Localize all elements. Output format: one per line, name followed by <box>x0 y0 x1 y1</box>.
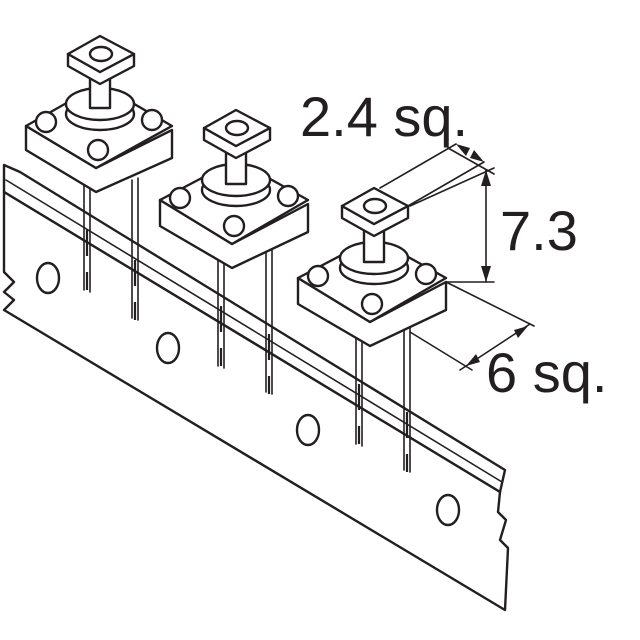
tactile-switch <box>24 34 174 321</box>
extension-line <box>409 167 495 207</box>
extension-line <box>409 331 473 371</box>
extension-line <box>445 281 535 327</box>
switch-mount-hole <box>306 264 330 288</box>
dimension-label-body-width: 6 sq. <box>486 341 607 404</box>
dimension-arrow <box>481 266 491 282</box>
switch-mount-hole <box>276 184 300 208</box>
switch-mount-hole <box>168 186 192 210</box>
carrier-tape <box>2 163 510 612</box>
switch-mount-hole <box>414 262 438 286</box>
tape-bottom-edge <box>3 309 506 611</box>
sprocket-hole <box>295 413 321 447</box>
tactile-switch <box>296 186 448 473</box>
switch-plunger-hole <box>88 45 114 63</box>
tape-top-flange <box>2 163 507 494</box>
extension-line <box>407 161 485 207</box>
switch-mount-hole <box>86 138 110 162</box>
dimension-label-plunger-width: 2.4 sq. <box>300 85 468 148</box>
dimension-arrow <box>466 354 480 366</box>
switch-mount-hole <box>34 110 58 134</box>
dimension-annotations: 2.4 sq. 7.3 6 sq. <box>300 85 607 404</box>
switch-plunger-hole <box>362 197 388 215</box>
dimension-arrow <box>456 144 470 156</box>
sprocket-hole <box>155 331 181 365</box>
switch-mount-hole <box>140 108 164 132</box>
dimension-label-height: 7.3 <box>500 199 578 262</box>
sprocket-hole <box>435 493 461 527</box>
dimension-arrow <box>514 326 528 338</box>
sprocket-hole <box>35 261 61 295</box>
extension-line <box>379 143 457 189</box>
dimension-arrow <box>481 170 491 186</box>
dimension-arrow <box>470 150 484 162</box>
switch-mount-hole <box>360 292 384 316</box>
switch-plunger-hole <box>224 119 250 137</box>
tape-flange-inner-edge <box>5 179 503 483</box>
tactile-switch <box>158 108 310 395</box>
switch-mount-hole <box>222 214 246 238</box>
